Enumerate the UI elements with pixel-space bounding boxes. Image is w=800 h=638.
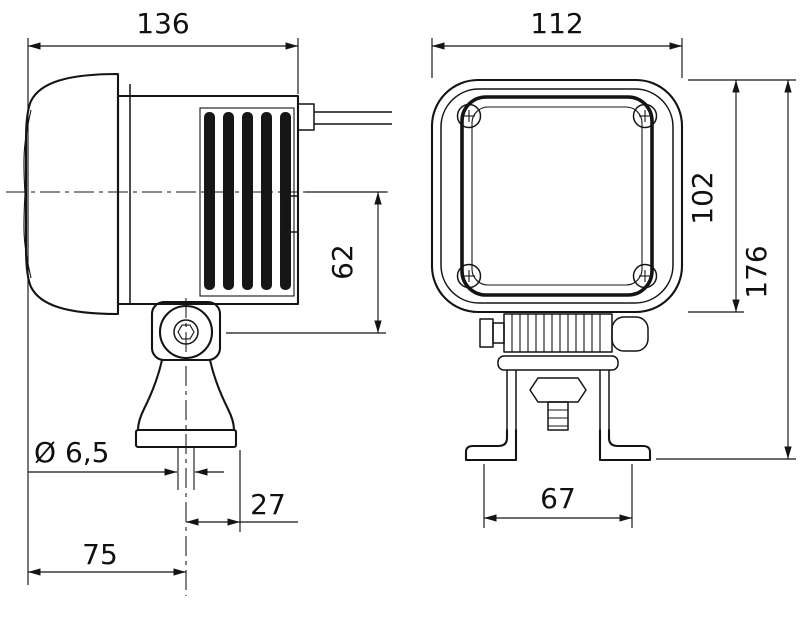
lens-contour-lines xyxy=(23,109,32,279)
corner-screw-top-right xyxy=(632,103,658,129)
corner-screw-bottom-left xyxy=(456,263,482,289)
threaded-stud xyxy=(547,401,569,431)
pivot-bolt-front xyxy=(479,316,649,352)
dim-pivot-offset-label: 62 xyxy=(326,244,359,280)
mounting-foot-right xyxy=(598,428,652,462)
dim-pivot-to-front: 75 xyxy=(28,538,186,576)
dim-pivot-to-front-label: 75 xyxy=(82,538,118,571)
dim-hole-diameter-label: Ø 6,5 xyxy=(34,436,109,469)
body-latch xyxy=(285,195,299,233)
mounting-foot-left xyxy=(464,428,518,462)
dim-side-width: 136 xyxy=(27,7,299,585)
bolt-hex-socket xyxy=(177,324,195,340)
front-lens xyxy=(460,95,654,297)
front-housing xyxy=(430,78,684,314)
pedestal xyxy=(136,358,236,432)
dim-pivot-offset: 62 xyxy=(226,191,386,334)
dim-front-width-label: 112 xyxy=(530,7,583,40)
front-view xyxy=(430,78,684,462)
dim-pivot-to-rear-label: 27 xyxy=(250,488,286,521)
cable xyxy=(297,103,392,131)
cooling-fins xyxy=(204,112,291,290)
dim-front-width: 112 xyxy=(431,7,683,78)
dim-side-width-label: 136 xyxy=(136,7,189,40)
front-lens-inner xyxy=(471,106,643,286)
bracket-plate xyxy=(497,355,619,371)
dim-housing-height: 102 xyxy=(686,79,796,313)
dim-hole-diameter: Ø 6,5 xyxy=(28,436,224,476)
corner-screws xyxy=(456,103,658,289)
hex-nut xyxy=(529,377,587,403)
mounting-bracket-front xyxy=(464,355,652,462)
front-bezel xyxy=(440,88,674,304)
corner-screw-bottom-right xyxy=(632,263,658,289)
corner-screw-top-left xyxy=(456,103,482,129)
fin-block xyxy=(199,107,295,297)
side-view xyxy=(6,72,392,596)
dim-overall-height-label: 176 xyxy=(740,245,773,298)
dim-bracket-spacing-label: 67 xyxy=(540,482,576,515)
lens-side-profile xyxy=(24,72,120,316)
dim-overall-height: 176 xyxy=(656,80,796,460)
heat-sink-fins xyxy=(503,313,613,353)
dim-housing-height-label: 102 xyxy=(686,171,719,224)
dim-bracket-spacing: 67 xyxy=(483,464,633,528)
dim-pivot-to-rear: 27 xyxy=(186,450,298,532)
